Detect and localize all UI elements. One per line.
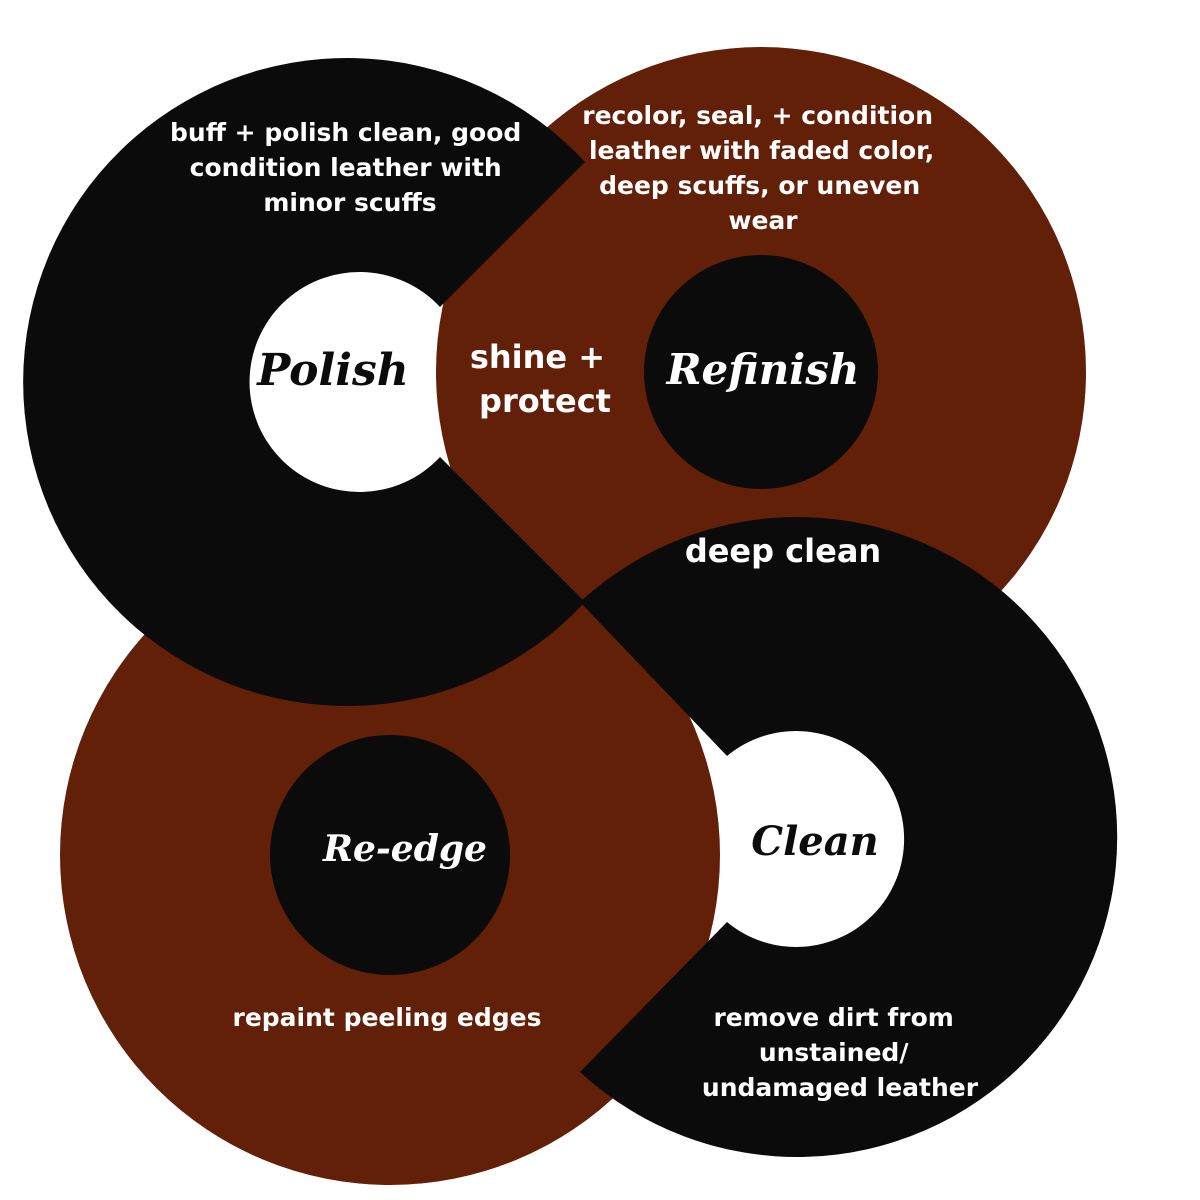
clean-description-line: undamaged leather <box>702 1073 979 1102</box>
reedge-label: Re-edge <box>322 828 487 870</box>
shine-protect-line: shine + <box>470 338 605 376</box>
clean-description: remove dirt from unstained/ undamaged le… <box>702 1003 979 1102</box>
polish-label: Polish <box>255 345 408 396</box>
reedge-center <box>270 735 510 975</box>
shine-protect-line: protect <box>479 382 611 420</box>
clean-label: Clean <box>751 818 878 865</box>
polish-description-line: minor scuffs <box>263 188 436 217</box>
polish-description-line: buff + polish clean, good <box>170 118 521 147</box>
refinish-description-line: leather with faded color, <box>589 136 934 165</box>
clean-description-line: remove dirt from <box>713 1003 953 1032</box>
clean-description-line: unstained/ <box>759 1038 910 1067</box>
polish-ring <box>23 57 586 706</box>
refinish-description: recolor, seal, + condition leather with … <box>582 101 943 235</box>
refinish-label: Refinish <box>666 345 860 394</box>
polish-description-line: condition leather with <box>190 153 502 182</box>
reedge-description: repaint peeling edges <box>233 1003 542 1032</box>
shine-protect-label: shine + protect <box>470 338 616 420</box>
clean-ring <box>580 517 1118 1158</box>
polish-description: buff + polish clean, good condition leat… <box>170 118 530 217</box>
refinish-description-line: deep scuffs, or uneven <box>599 171 920 200</box>
refinish-description-line: wear <box>728 206 798 235</box>
refinish-description-line: recolor, seal, + condition <box>582 101 933 130</box>
deep-clean-label: deep clean <box>685 532 881 570</box>
refinish-center <box>644 255 878 489</box>
